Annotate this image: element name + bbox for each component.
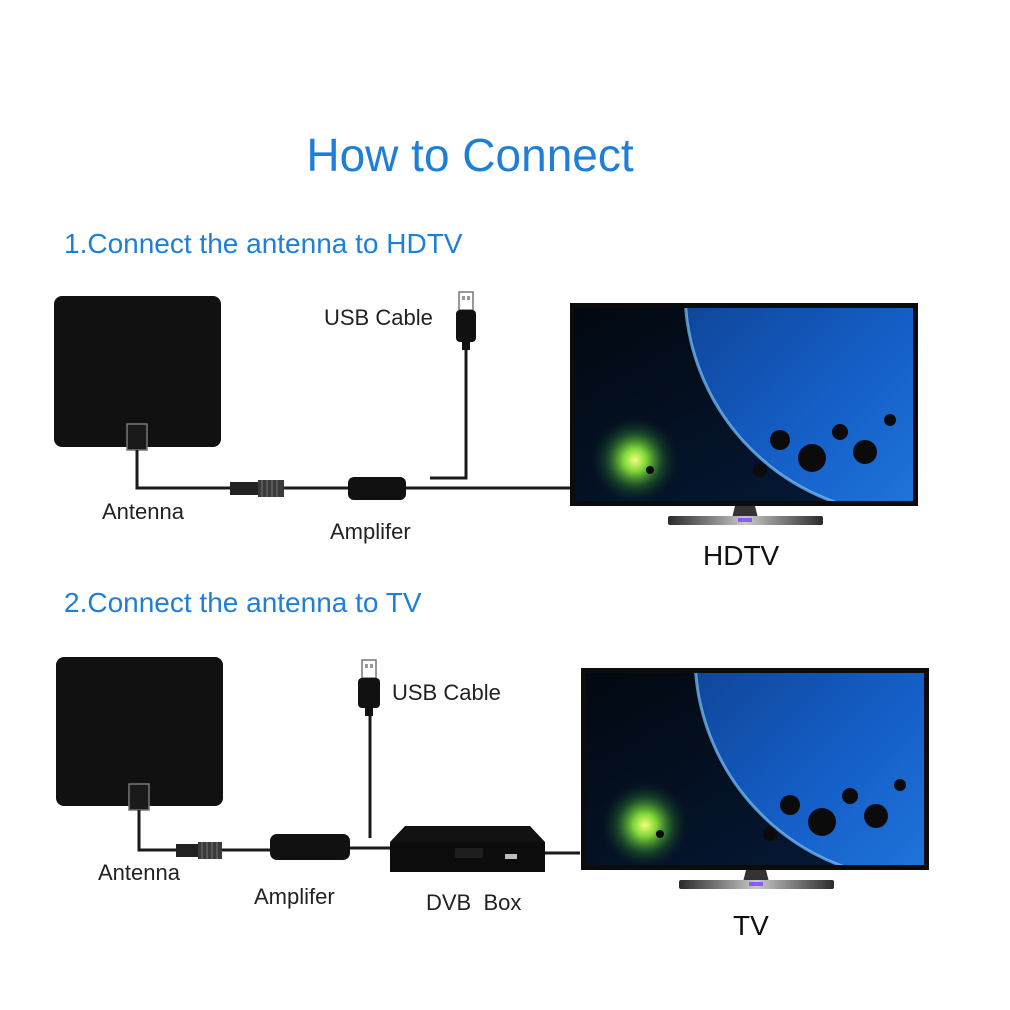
step-1-usb-label: USB Cable xyxy=(324,305,433,330)
step-1-hdtv-label: HDTV xyxy=(703,540,780,571)
step-2-tv-label: TV xyxy=(733,910,769,941)
antenna-2 xyxy=(56,657,223,811)
page-title: How to Connect xyxy=(306,129,634,181)
tv xyxy=(581,668,929,889)
dvb-box xyxy=(390,826,545,872)
step-2-dvb-box-label: DVB Box xyxy=(426,890,522,915)
step-2-antenna-label: Antenna xyxy=(98,860,180,885)
amplifier-2 xyxy=(270,834,350,860)
step-2-heading: 2.Connect the antenna to TV xyxy=(64,587,422,618)
antenna-1 xyxy=(54,296,221,451)
usb-cable-1 xyxy=(430,350,468,480)
hdtv xyxy=(570,303,918,525)
step-1-antenna-label: Antenna xyxy=(102,499,184,524)
coax-connector-2 xyxy=(176,842,222,859)
step-1-amplifier-label: Amplifer xyxy=(330,519,411,544)
antenna-cable-2 xyxy=(137,810,178,852)
usb-plug-2 xyxy=(358,659,380,716)
step-2-usb-label: USB Cable xyxy=(392,680,501,705)
amplifier-1 xyxy=(348,477,406,500)
coax-connector-1 xyxy=(230,480,284,497)
antenna-cable-1 xyxy=(135,450,230,490)
usb-plug-1 xyxy=(456,291,476,350)
step-2-amplifier-label: Amplifer xyxy=(254,884,335,909)
step-1-heading: 1.Connect the antenna to HDTV xyxy=(64,228,463,259)
